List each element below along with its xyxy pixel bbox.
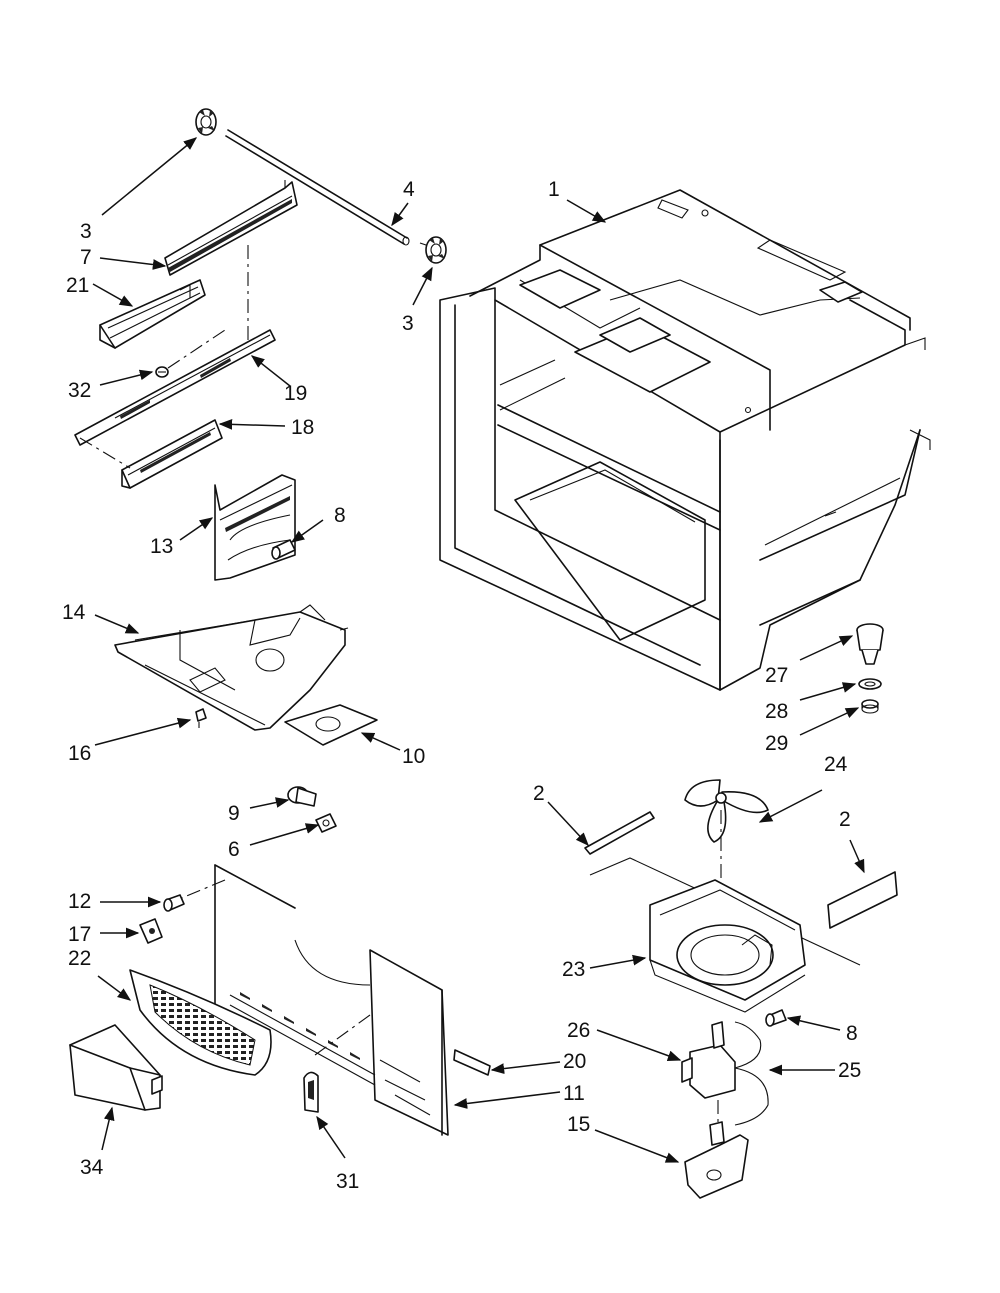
callout-6: 6 xyxy=(228,838,240,861)
clip-part-31[interactable] xyxy=(303,1071,319,1113)
callout-16: 16 xyxy=(68,742,91,765)
callout-2: 2 xyxy=(533,782,545,805)
callout-18: 18 xyxy=(291,416,314,439)
callout-23: 23 xyxy=(562,958,585,981)
foam-strip-part[interactable] xyxy=(453,1049,491,1076)
callout-8: 8 xyxy=(334,504,346,527)
callout-8: 8 xyxy=(846,1022,858,1045)
motor-bracket-part[interactable] xyxy=(684,1100,749,1199)
callout-21: 21 xyxy=(66,274,89,297)
callout-2: 2 xyxy=(839,808,851,831)
screw-part-8-upper[interactable] xyxy=(271,539,296,560)
callout-10: 10 xyxy=(402,745,425,768)
slide-rail-part[interactable] xyxy=(164,180,298,276)
callout-32: 32 xyxy=(68,379,91,402)
callout-13: 13 xyxy=(150,535,173,558)
callout-31: 31 xyxy=(336,1170,359,1193)
drain-cup-part[interactable] xyxy=(856,623,884,665)
light-bulb-part[interactable] xyxy=(287,786,317,807)
fan-blade-part[interactable] xyxy=(684,779,769,880)
fan-shroud-part[interactable] xyxy=(649,879,806,1013)
callout-26: 26 xyxy=(567,1019,590,1042)
callout-24: 24 xyxy=(824,753,848,776)
grommet-part[interactable] xyxy=(861,699,879,714)
end-cap-part[interactable] xyxy=(69,1024,163,1111)
callout-labels: 1 2 2 3 3 4 6 7 8 8 9 10 11 12 13 14 15 … xyxy=(62,178,861,1193)
callout-9: 9 xyxy=(228,802,240,825)
clip-part-17[interactable] xyxy=(139,918,163,944)
lower-slide-part[interactable] xyxy=(79,419,223,489)
callout-1: 1 xyxy=(548,178,560,201)
callout-28: 28 xyxy=(765,700,788,723)
gasket-part[interactable] xyxy=(284,704,378,746)
callout-27: 27 xyxy=(765,664,788,687)
freezer-liner-part[interactable] xyxy=(439,189,931,691)
screw-part-8-lower[interactable] xyxy=(765,1009,787,1027)
shaft-rod-part[interactable] xyxy=(225,129,410,246)
callout-34: 34 xyxy=(80,1156,104,1179)
callout-15: 15 xyxy=(567,1113,590,1136)
clip-part-16[interactable] xyxy=(195,708,207,728)
callout-17: 17 xyxy=(68,923,91,946)
callout-7: 7 xyxy=(80,246,92,269)
mounting-bracket-part[interactable] xyxy=(214,474,296,581)
gear-part-bottom[interactable] xyxy=(419,236,447,264)
fan-motor-part[interactable] xyxy=(681,1021,769,1126)
slide-bracket-part[interactable] xyxy=(99,279,206,349)
vent-grille-part[interactable] xyxy=(129,969,272,1076)
callout-12: 12 xyxy=(68,890,91,913)
screw-part-12[interactable] xyxy=(163,894,185,912)
callout-19: 19 xyxy=(284,382,307,405)
callout-14: 14 xyxy=(62,601,86,624)
callout-3: 3 xyxy=(80,220,92,243)
callout-4: 4 xyxy=(403,178,415,201)
gear-part-top[interactable] xyxy=(195,108,217,136)
screw-part-32[interactable] xyxy=(155,329,226,378)
leader-lines xyxy=(92,137,865,1163)
light-socket-part[interactable] xyxy=(315,813,337,833)
drawer-slide-part[interactable] xyxy=(74,245,276,446)
callout-20: 20 xyxy=(563,1050,586,1073)
rear-panel-part[interactable] xyxy=(164,864,449,1136)
callout-3: 3 xyxy=(402,312,414,335)
callout-25: 25 xyxy=(838,1059,861,1082)
callout-22: 22 xyxy=(68,947,91,970)
gasket-strip-part-right[interactable] xyxy=(827,871,898,929)
callout-11: 11 xyxy=(563,1082,585,1105)
washer-part[interactable] xyxy=(858,678,882,690)
fan-housing-part[interactable] xyxy=(114,604,349,731)
callout-29: 29 xyxy=(765,732,788,755)
